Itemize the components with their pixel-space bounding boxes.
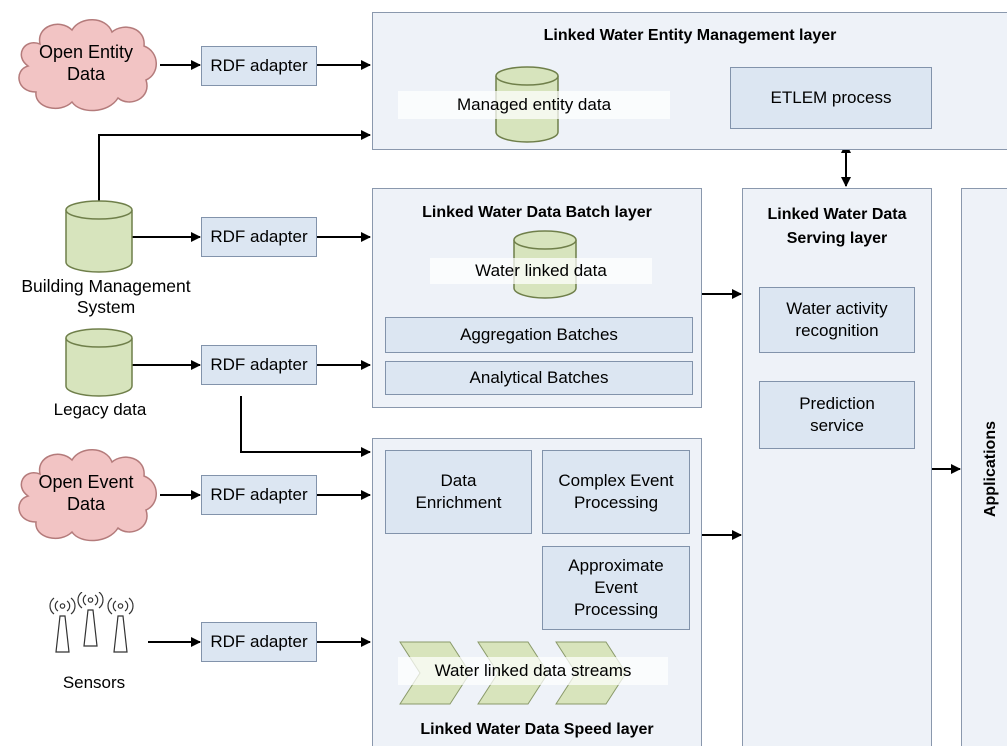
building-management-database-icon (65, 200, 133, 273)
rdf-adapter-bms: RDF adapter (201, 217, 317, 257)
prediction-service-box: Prediction service (759, 381, 915, 449)
sensors-icon (49, 592, 134, 653)
serving-layer (742, 188, 932, 746)
managed-entity-data-label: Managed entity data (398, 91, 670, 119)
legacy-data-label: Legacy data (53, 400, 147, 419)
arrow-bms-to-entity-layer (98, 130, 371, 203)
rdf-adapter-open-event: RDF adapter (201, 475, 317, 515)
analytical-batches-box: Analytical Batches (385, 361, 693, 395)
legacy-database-icon (65, 328, 133, 397)
water-linked-data-label: Water linked data (430, 258, 652, 284)
sensors-label: Sensors (62, 673, 126, 692)
water-linked-data-streams-label: Water linked data streams (398, 657, 668, 685)
etlem-process-box: ETLEM process (730, 67, 932, 129)
data-enrichment-box: Data Enrichment (385, 450, 532, 534)
open-entity-data-label: Open Entity Data (38, 42, 134, 84)
open-event-data-cloud-icon (18, 449, 157, 542)
building-management-system-label: Building Management System (21, 276, 191, 317)
serving-layer-title: Linked Water Data Serving layer (767, 206, 907, 247)
rdf-adapter-legacy: RDF adapter (201, 345, 317, 385)
rdf-adapter-sensors: RDF adapter (201, 622, 317, 662)
complex-event-processing-box: Complex Event Processing (542, 450, 690, 534)
batch-layer-title: Linked Water Data Batch layer (422, 204, 652, 221)
water-activity-recognition-box: Water activity recognition (759, 287, 915, 353)
entity-management-layer-title: Linked Water Entity Management layer (543, 27, 837, 44)
open-event-data-label: Open Event Data (38, 472, 134, 514)
arrow-adapter3-to-speed (240, 396, 371, 457)
open-entity-data-cloud-icon (18, 19, 157, 112)
applications-panel (961, 188, 1007, 746)
applications-label: Applications (982, 421, 999, 518)
rdf-adapter-open-entity: RDF adapter (201, 46, 317, 86)
approximate-event-processing-box: Approximate Event Processing (542, 546, 690, 630)
aggregation-batches-box: Aggregation Batches (385, 317, 693, 353)
speed-layer-title: Linked Water Data Speed layer (420, 721, 654, 738)
